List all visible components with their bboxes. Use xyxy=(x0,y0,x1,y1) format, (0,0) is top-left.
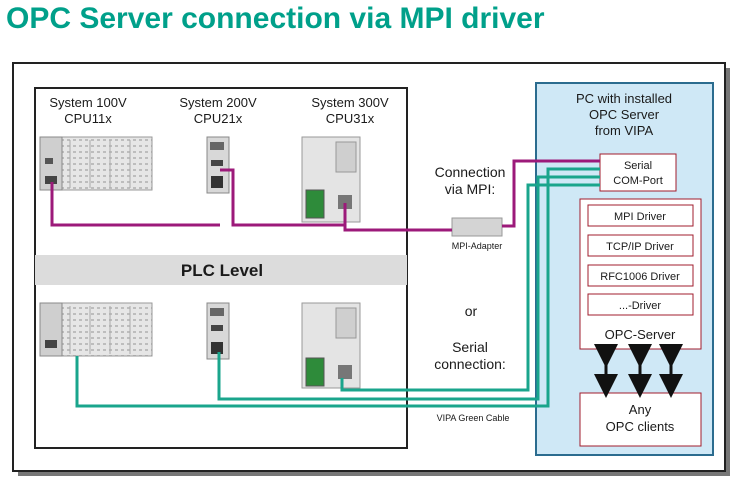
pc-box-line-3: from VIPA xyxy=(595,123,654,138)
opc-clients-box xyxy=(579,392,702,447)
opc-server-label: OPC-Server xyxy=(605,327,676,342)
server-client-arrows xyxy=(594,344,683,398)
com-port-line-2: COM-Port xyxy=(613,175,663,187)
driver-tcpip xyxy=(587,234,694,257)
mpi-cable-200v xyxy=(220,168,345,227)
driver-other-label: ...-Driver xyxy=(619,300,662,312)
green-cable-200v xyxy=(217,175,600,401)
green-cable-100v xyxy=(75,167,600,408)
pc-box-line-1: PC with installed xyxy=(576,91,672,106)
driver-other xyxy=(587,293,694,316)
serial-connection-line-1: Serial xyxy=(452,339,488,355)
com-port-line-1: Serial xyxy=(624,160,652,172)
system-200v-name: System 200V xyxy=(179,95,257,110)
driver-tcpip-label: TCP/IP Driver xyxy=(606,241,674,253)
system-100v-cpu: CPU11x xyxy=(64,111,112,126)
mpi-cable-300v xyxy=(343,203,452,232)
plc-200v-top-device xyxy=(206,136,230,194)
system-300v-cpu: CPU31x xyxy=(326,111,375,126)
plc-100v-bottom-device xyxy=(39,302,153,357)
driver-mpi xyxy=(587,204,694,227)
or-label: or xyxy=(465,303,478,319)
mpi-cable-100v xyxy=(50,182,220,227)
system-100v-name: System 100V xyxy=(49,95,127,110)
plc-level-label: PLC Level xyxy=(181,261,263,280)
mpi-cable xyxy=(50,159,600,232)
connection-mpi-line-2: via MPI: xyxy=(445,181,496,197)
opc-clients-line-2: OPC clients xyxy=(606,419,675,434)
connection-mpi-line-1: Connection xyxy=(435,164,506,180)
opc-clients-line-1: Any xyxy=(629,402,652,417)
driver-rfc1006 xyxy=(587,264,694,287)
plc-100v-top-device xyxy=(39,136,153,191)
plc-300v-bottom-device xyxy=(301,302,361,389)
driver-rfc1006-label: RFC1006 Driver xyxy=(600,271,680,283)
plc-200v-bottom-device xyxy=(206,302,230,360)
green-cable-label: VIPA Green Cable xyxy=(437,413,510,423)
driver-mpi-label: MPI Driver xyxy=(614,211,666,223)
system-300v-name: System 300V xyxy=(311,95,389,110)
green-cables xyxy=(75,167,600,408)
plc-level-band xyxy=(35,255,407,285)
mpi-adapter-label: MPI-Adapter xyxy=(452,241,503,251)
pc-box-line-2: OPC Server xyxy=(589,107,660,122)
page-title: OPC Server connection via MPI driver xyxy=(6,2,545,35)
plc-300v-top-device xyxy=(301,136,361,223)
com-port-box xyxy=(599,153,677,192)
serial-connection-line-2: connection: xyxy=(434,356,506,372)
green-cable-300v xyxy=(340,183,600,392)
mpi-adapter-device xyxy=(451,217,503,237)
system-200v-cpu: CPU21x xyxy=(194,111,243,126)
